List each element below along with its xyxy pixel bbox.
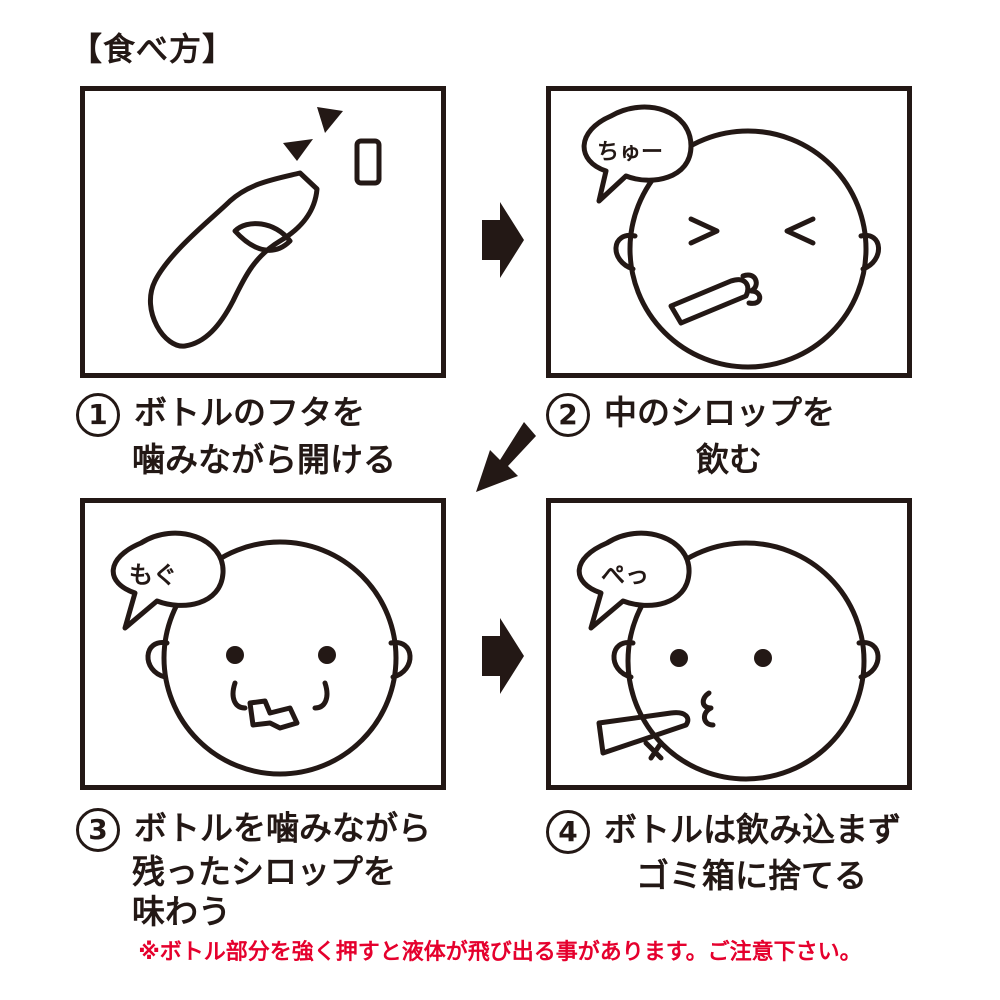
bottle-icon xyxy=(147,170,320,349)
warning-note: ※ボトル部分を強く押すと液体が飛び出る事があります。ご注意下さい。 xyxy=(138,940,862,965)
face-drinking-drawing: ちゅー xyxy=(581,104,881,370)
bubble-text: もぐ xyxy=(129,561,177,589)
bubble-text: ぺっ xyxy=(601,561,649,589)
step-number: 1 xyxy=(76,392,120,437)
face-icon xyxy=(145,640,170,680)
bottle-icon xyxy=(596,710,691,756)
arrow-right-icon xyxy=(482,202,524,278)
arrow-down-left-icon xyxy=(476,422,536,492)
arrow-right-icon xyxy=(482,618,524,694)
step-2-illustration: ちゅー xyxy=(546,86,912,378)
speech-bubble xyxy=(581,104,694,204)
step-1-illustration xyxy=(80,86,446,378)
speech-bubble xyxy=(576,530,692,631)
page-title: 【食べ方】 xyxy=(70,30,236,68)
speech-bubble xyxy=(110,530,226,631)
step-number: 3 xyxy=(76,808,120,852)
face-chewing-drawing: もぐ xyxy=(110,530,413,777)
step-number: 2 xyxy=(546,392,590,437)
step-4-illustration: ぺっ xyxy=(546,498,912,790)
bottle-opening-drawing xyxy=(147,107,382,349)
bottle-cap-icon xyxy=(354,138,382,186)
motion-mark-icon xyxy=(283,139,313,161)
face-icon xyxy=(611,640,636,680)
step-number: 4 xyxy=(546,809,590,854)
bubble-text: ちゅー xyxy=(597,140,663,165)
step-3-illustration: もぐ xyxy=(80,498,446,790)
face-spitting-drawing: ぺっ xyxy=(576,530,881,782)
